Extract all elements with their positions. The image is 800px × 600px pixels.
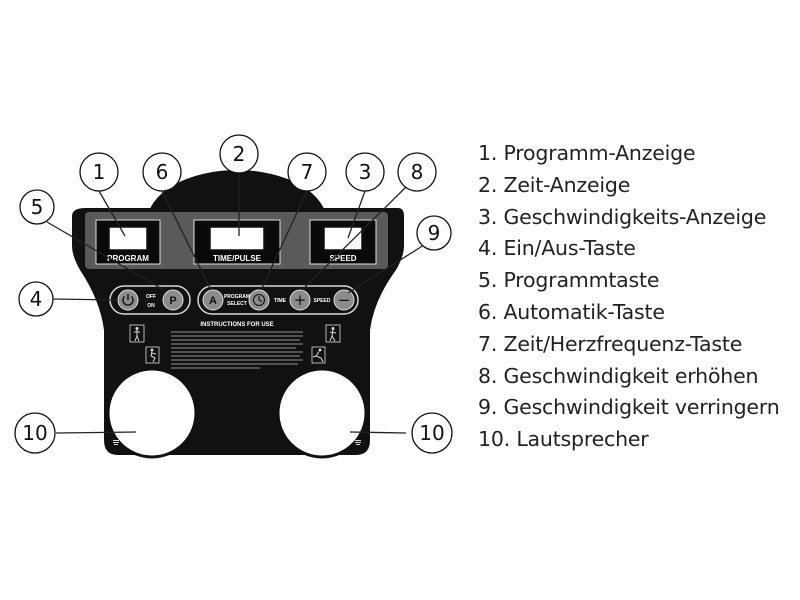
speaker-grill-icon xyxy=(113,440,361,445)
callout-2: 2 xyxy=(219,134,259,174)
standing-person-icon-right xyxy=(325,324,341,343)
squatting-person-icon xyxy=(145,346,160,364)
function-button-group xyxy=(197,285,359,315)
svg-text:8: 8 xyxy=(411,160,424,184)
clock-icon xyxy=(252,293,266,307)
svg-text:9: 9 xyxy=(428,221,441,245)
callout-7: 7 xyxy=(287,152,327,192)
speed-up-button[interactable]: + xyxy=(289,289,311,311)
kneeling-person-icon xyxy=(311,346,326,364)
speed-display-screen xyxy=(323,226,363,251)
legend-list: 1. Programm-Anzeige 2. Zeit-Anzeige 3. G… xyxy=(478,138,780,456)
instructions-text xyxy=(171,331,303,369)
speed-down-glyph: − xyxy=(338,291,351,309)
left-speaker xyxy=(106,367,198,459)
time-label: TIME xyxy=(274,298,287,304)
svg-text:6: 6 xyxy=(156,160,169,184)
time-display-label: TIME/PULSE xyxy=(213,254,262,263)
power-icon xyxy=(122,294,134,306)
svg-text:10: 10 xyxy=(22,421,47,445)
on-label: ON xyxy=(147,303,155,309)
auto-button[interactable]: A xyxy=(202,289,224,311)
legend-item: 8. Geschwindigkeit erhöhen xyxy=(478,363,759,388)
svg-text:3: 3 xyxy=(359,160,372,184)
callout-4: 4 xyxy=(18,281,54,317)
legend-item: 9. Geschwindigkeit verringern xyxy=(478,395,780,420)
callout-5: 5 xyxy=(19,189,55,225)
program-display-screen xyxy=(108,226,148,251)
program-button[interactable]: P xyxy=(162,289,184,311)
legend-item: 2. Zeit-Anzeige xyxy=(478,172,631,197)
auto-button-glyph: A xyxy=(209,295,217,307)
legend-item: 10. Lautsprecher xyxy=(478,427,649,452)
program-select-label-1: PROGRAM xyxy=(224,294,250,300)
program-select-label-2: SELECT xyxy=(227,301,247,307)
legend-item: 3. Geschwindigkeits-Anzeige xyxy=(478,204,767,229)
speed-display-label: SPEED xyxy=(329,254,356,263)
right-speaker xyxy=(276,367,368,459)
program-button-glyph: P xyxy=(169,295,176,307)
legend-item: 4. Ein/Aus-Taste xyxy=(478,236,636,261)
speed-up-glyph: + xyxy=(294,291,307,309)
callout-3: 3 xyxy=(345,152,385,192)
svg-text:7: 7 xyxy=(301,160,314,184)
callout-6: 6 xyxy=(142,152,182,192)
callout-10-right: 10 xyxy=(411,412,453,454)
callout-1: 1 xyxy=(79,152,119,192)
svg-text:5: 5 xyxy=(31,195,44,219)
speed-down-button[interactable]: − xyxy=(333,289,355,311)
power-button[interactable] xyxy=(117,289,139,311)
time-display-screen xyxy=(209,226,265,251)
callout-9: 9 xyxy=(416,215,452,251)
standing-person-icon xyxy=(129,324,145,343)
svg-text:4: 4 xyxy=(30,287,43,311)
svg-text:10: 10 xyxy=(419,421,444,445)
svg-text:2: 2 xyxy=(233,142,246,166)
callout-10-left: 10 xyxy=(14,412,56,454)
speed-label: SPEED xyxy=(314,298,331,304)
legend-item: 6. Automatik-Taste xyxy=(478,299,665,324)
legend-item: 1. Programm-Anzeige xyxy=(478,141,696,165)
off-label: OFF xyxy=(146,294,156,300)
instructions-title: INSTRUCTIONS FOR USE xyxy=(200,322,273,328)
svg-text:1: 1 xyxy=(93,160,106,184)
callout-8: 8 xyxy=(397,152,437,192)
time-button[interactable] xyxy=(248,289,270,311)
program-display-label: PROGRAM xyxy=(107,254,149,263)
legend-item: 7. Zeit/Herzfrequenz-Taste xyxy=(478,331,743,356)
leader-lines xyxy=(46,171,425,434)
legend-item: 5. Programmtaste xyxy=(478,268,660,293)
